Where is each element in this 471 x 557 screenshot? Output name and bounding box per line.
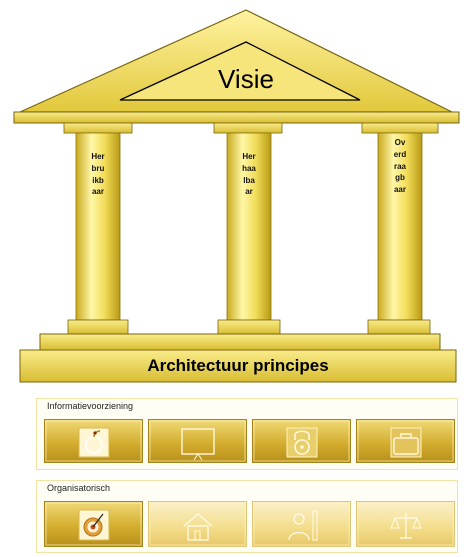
house-icon (183, 513, 213, 541)
tile-presentation[interactable] (148, 419, 247, 463)
tile-person-ruler[interactable] (252, 501, 351, 547)
padlock-icon (286, 427, 318, 458)
pillar-label-overdraagbaar: Overdraagbaar (393, 138, 407, 195)
apple-icon (78, 427, 110, 458)
tile-briefcase[interactable] (356, 419, 455, 463)
pillar-2 (213, 122, 283, 335)
tile-apple[interactable] (44, 419, 143, 463)
temple-diagram (13, 9, 460, 383)
base-title: Architectuur principes (147, 356, 329, 375)
pillar-1 (63, 122, 133, 335)
panel-title-informatievoorziening: Informatievoorziening (47, 401, 134, 411)
panel-informatievoorziening: Informatievoorziening (36, 398, 458, 470)
tile-target[interactable] (44, 501, 143, 547)
entablature (13, 111, 460, 124)
scales-icon (390, 513, 422, 539)
target-icon (78, 509, 110, 541)
pillar-label-herhaalbaar: Herhaalbaar (242, 152, 256, 197)
presentation-board-icon (181, 428, 215, 461)
pillar-label-herbruikbaar: Herbruikbaar (91, 152, 105, 197)
briefcase-icon (390, 427, 422, 458)
pediment-inner (119, 41, 361, 101)
base-step-bottom (19, 349, 457, 383)
panel-organisatorisch: Organisatorisch (36, 480, 458, 553)
person-ruler-icon (288, 510, 318, 541)
pillar-3 (361, 122, 439, 335)
base-step-top (39, 333, 441, 351)
tile-house[interactable] (148, 501, 247, 547)
tile-padlock[interactable] (252, 419, 351, 463)
tile-scales[interactable] (356, 501, 455, 547)
roof-title: Visie (218, 64, 274, 94)
panel-title-organisatorisch: Organisatorisch (47, 483, 111, 493)
